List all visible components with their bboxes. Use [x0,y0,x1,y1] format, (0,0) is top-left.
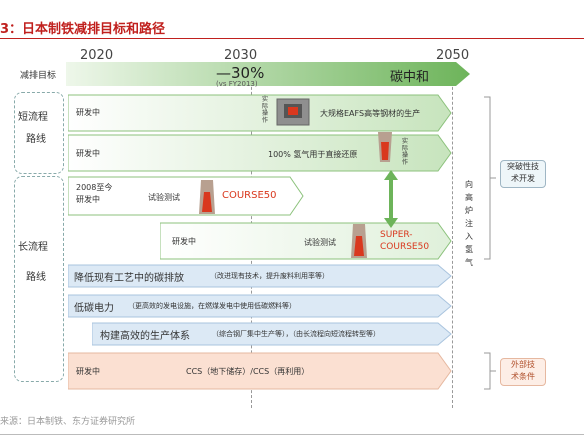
source-note: 来源：日本制铁、东方证券研究所 [0,417,136,427]
row6-arrow [68,294,452,318]
row6-sub: （更高效的发电设施，在燃煤发电中使用低碳燃料等） [128,302,296,310]
eaf-furnace-icon [276,98,310,126]
row4-name-2: COURSE50 [380,242,430,252]
super-course50-furnace-icon [351,224,367,258]
row8-arrow [68,352,452,390]
external-label-2: 术条件 [511,372,535,381]
row4-tag: 试验测试 [304,238,336,247]
row2-stage: 研发中 [76,149,100,158]
bottom-rule [0,434,584,435]
target-goal: 碳中和 [390,70,430,85]
row1-pill: 实际操作 [262,96,269,124]
row3-arrow [68,176,304,216]
long-route-label-2: 路线 [26,272,46,283]
course50-furnace-icon [199,180,215,214]
row2-text: 100% 氢气用于直接还原 [268,150,358,159]
row2-pill: 实际操作 [402,138,409,166]
divider-2050 [452,62,453,408]
row7-main: 构建高效的生产体系 [100,331,190,342]
external-label-1: 外部技 [511,360,535,369]
row7-sub: （综合钢厂集中生产等），（由长流程向短流程转型等） [212,330,380,338]
row4-stage: 研发中 [172,237,196,246]
short-route-box [14,92,64,174]
breakthrough-label-1: 突破性技 [507,162,539,171]
row3-name: COURSE50 [222,190,277,201]
inject-hydrogen-label: 向高炉注入氢气 [465,180,473,267]
external-box: 外部技 术条件 [500,358,546,386]
row3-stage-line2: 研发中 [76,195,100,204]
short-route-label-2: 路线 [26,134,46,145]
target-arrow [66,62,470,86]
hydrogen-furnace-icon [378,132,392,162]
target-label: 减排目标 [20,71,57,81]
figure-title: 3：日本制铁减排目标和路径 [0,22,166,37]
breakthrough-label-2: 术开发 [511,174,535,183]
row4-name-1: SUPER- [380,230,413,240]
year-2050: 2050 [436,48,470,63]
breakthrough-box: 突破性技 术开发 [500,160,546,188]
row1-arrow [68,94,452,132]
short-route-label-1: 短流程 [18,112,48,123]
target-sub: (vs FY2013) [216,80,258,88]
row2-arrow [68,134,452,172]
hydrogen-link-arrow [384,170,398,228]
row5-main: 降低现有工艺中的碳排放 [74,273,184,284]
external-bracket [484,352,496,390]
target-value: —30% [216,64,265,82]
year-2020: 2020 [80,48,114,63]
row3-tag: 试验测试 [148,193,180,202]
row3-stage-line1: 2008至今 [76,183,113,192]
row6-main: 低碳电力 [74,303,114,314]
row5-arrow [68,264,452,288]
year-2030: 2030 [224,48,258,63]
row8-stage: 研发中 [76,367,100,376]
title-rule [0,38,584,39]
long-route-box [14,176,64,382]
breakthrough-bracket [484,96,496,260]
long-route-label-1: 长流程 [18,242,48,253]
row1-stage: 研发中 [76,108,100,117]
row1-text: 大规格EAFS高等钢材的生产 [320,109,421,118]
row5-sub: （改进现有技术，提升废料利用率等） [210,272,329,280]
row8-text: CCS（地下储存）/CCS（再利用） [186,367,310,376]
row7-arrow [92,322,452,346]
